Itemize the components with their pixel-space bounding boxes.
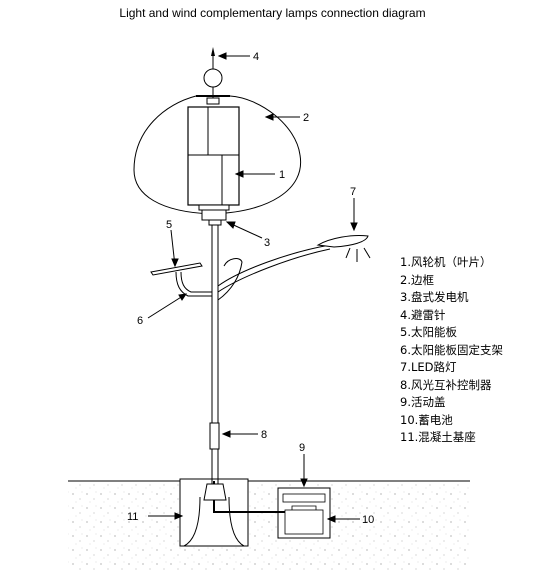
legend-item-disc-generator: 3.盘式发电机 <box>400 290 469 304</box>
ground <box>68 480 470 571</box>
legend-item-frame: 2.边框 <box>400 272 434 287</box>
controller <box>209 422 220 450</box>
leader-lines <box>147 52 360 523</box>
legend-item-solar-panel: 5.太阳能板 <box>400 325 457 339</box>
callout-8: 8 <box>261 429 267 441</box>
callout-3: 3 <box>264 237 270 249</box>
diagram-title: Light and wind complementary lamps conne… <box>119 6 426 20</box>
callout-7: 7 <box>350 186 356 198</box>
legend-item-concrete-base: 11.混凝土基座 <box>400 430 476 444</box>
legend-item-controller: 8.风光互补控制器 <box>400 377 492 392</box>
disc-generator <box>198 204 230 226</box>
lamp-arm <box>217 244 331 301</box>
movable-cover <box>282 493 326 503</box>
battery-box <box>277 487 331 539</box>
callout-10: 10 <box>362 514 374 526</box>
legend-item-battery: 10.蓄电池 <box>400 412 453 427</box>
callout-1: 1 <box>279 169 285 181</box>
legend-item-movable-cover: 9.活动盖 <box>400 395 446 409</box>
callout-5: 5 <box>166 219 172 231</box>
led-street-light <box>316 235 371 262</box>
callout-6: 6 <box>137 315 143 327</box>
component-legend: 1.风轮机（叶片） 2.边框 3.盘式发电机 4.避雷针 5.太阳能板 6.太阳… <box>400 254 540 447</box>
battery <box>284 509 324 535</box>
legend-item-lightning-rod: 4.避雷针 <box>400 307 446 322</box>
callout-4: 4 <box>253 51 259 63</box>
lightning-rod <box>203 47 223 98</box>
legend-item-wind-turbine: 1.风轮机（叶片） <box>400 255 492 269</box>
legend-item-led-street-light: 7.LED路灯 <box>400 360 457 374</box>
solar-panel <box>150 262 203 276</box>
solar-panel-bracket <box>175 271 212 297</box>
pole <box>203 224 227 501</box>
callout-2: 2 <box>303 112 309 124</box>
legend-item-solar-panel-bracket: 6.太阳能板固定支架 <box>400 342 503 357</box>
wind-turbine-blades <box>187 106 240 206</box>
callout-9: 9 <box>299 442 305 454</box>
callout-11: 11 <box>127 511 138 523</box>
